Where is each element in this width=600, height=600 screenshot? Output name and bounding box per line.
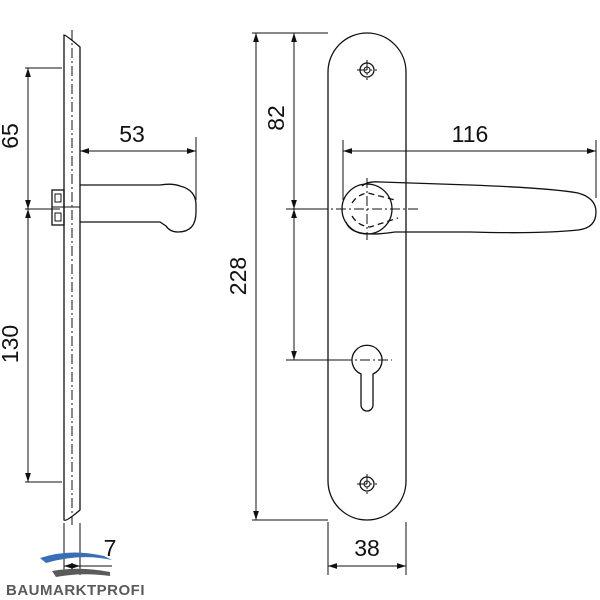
front-keyhole bbox=[351, 344, 383, 412]
dim-label-82: 82 bbox=[263, 105, 289, 131]
top-screw-hole bbox=[357, 60, 377, 80]
baumarktprofi-logo: BAUMARKTPROFI bbox=[6, 552, 145, 599]
side-handle-outline bbox=[80, 183, 197, 233]
logo-text: BAUMARKTPROFI bbox=[6, 582, 145, 599]
dim-label-130: 130 bbox=[0, 325, 23, 363]
front-view: 228 82 116 38 bbox=[225, 32, 597, 575]
side-view: 65 130 53 7 bbox=[0, 30, 197, 575]
front-lever-handle bbox=[345, 181, 597, 235]
dim-label-53: 53 bbox=[119, 121, 145, 147]
dim-label-65: 65 bbox=[0, 123, 23, 149]
front-backplate bbox=[327, 32, 407, 521]
dim-label-7: 7 bbox=[104, 535, 117, 561]
side-plate-outline bbox=[63, 34, 81, 521]
dim-label-38: 38 bbox=[354, 535, 380, 561]
dim-label-116: 116 bbox=[452, 121, 489, 147]
logo-gray-swoosh bbox=[52, 568, 110, 577]
bottom-screw-hole bbox=[357, 474, 377, 494]
logo-blue-swoosh bbox=[40, 552, 112, 563]
dim-label-228: 228 bbox=[225, 257, 251, 295]
